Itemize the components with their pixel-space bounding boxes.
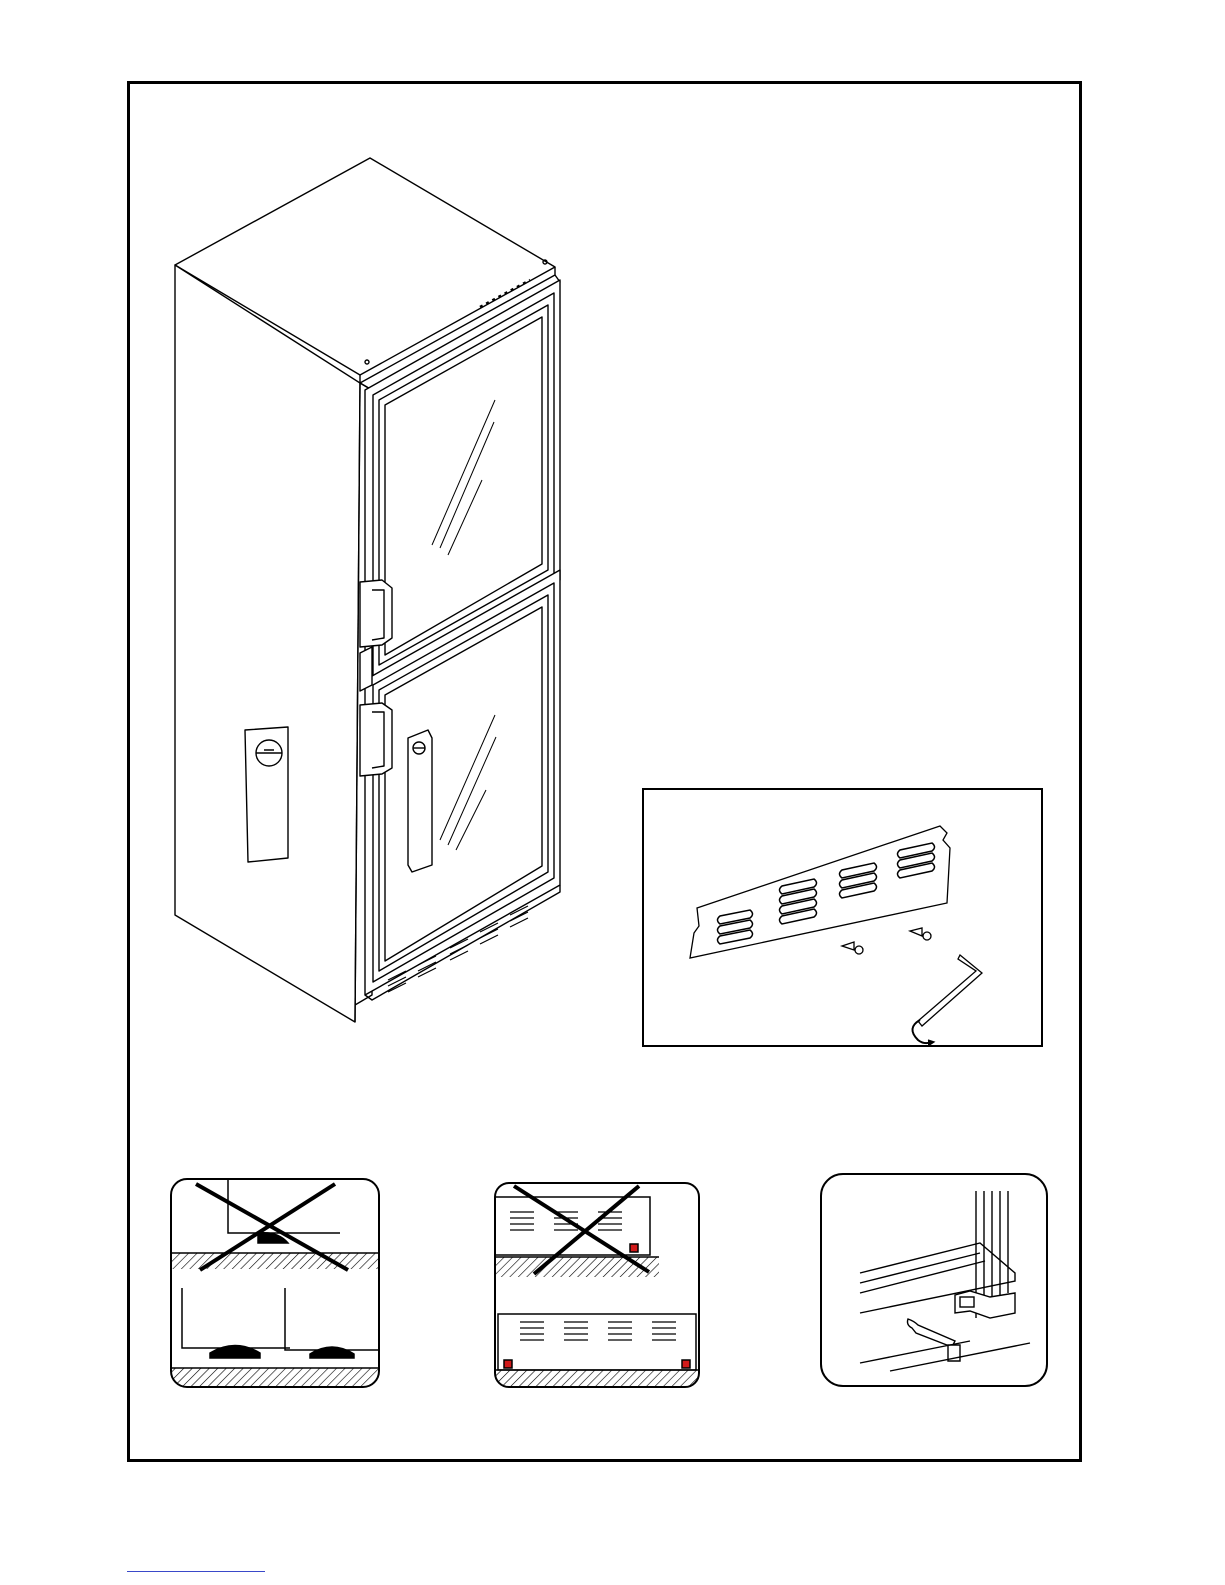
glass-door-cabinet-illustration <box>160 150 580 1030</box>
leveling-feet-incorrect-correct-panel <box>170 1178 380 1388</box>
vent-grille-position-incorrect-correct-panel <box>494 1182 700 1388</box>
door-hinge-adjustment-panel <box>820 1173 1048 1387</box>
ventilation-grille-kit-panel <box>642 788 1044 1048</box>
footer-link-underline <box>127 1571 265 1572</box>
